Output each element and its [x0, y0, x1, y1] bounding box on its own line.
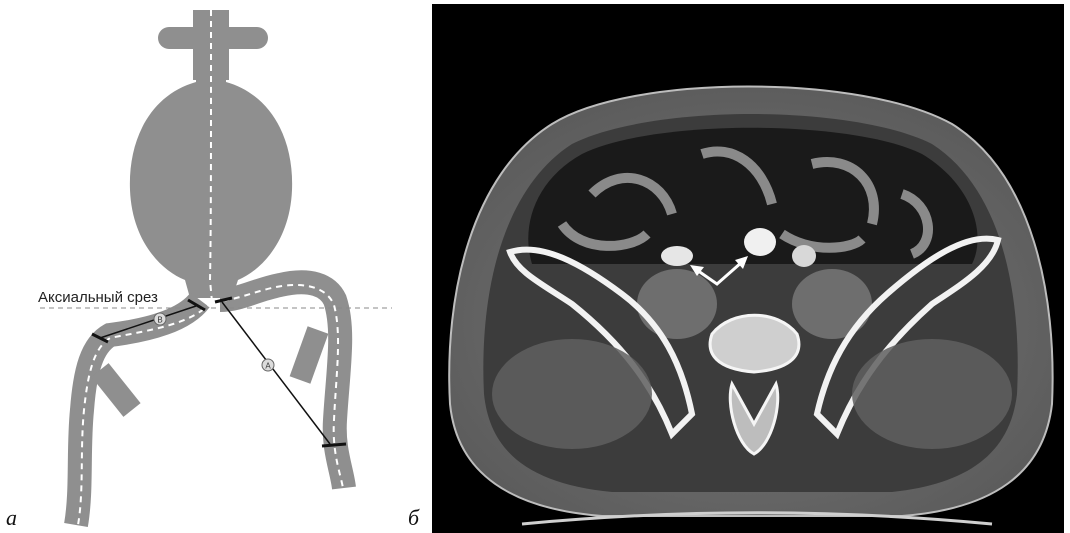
- right-psoas: [792, 269, 872, 339]
- measurement-a-tick-bottom: [322, 444, 346, 446]
- right-internal-iliac: [300, 330, 318, 380]
- sacrum: [710, 315, 799, 372]
- marker-b-label: B: [157, 316, 162, 325]
- aneurysm-schematic: B A: [0, 0, 420, 533]
- right-iliac-vein: [792, 245, 816, 267]
- aorta-bifurcation: [744, 228, 776, 256]
- marker-a-label: A: [265, 362, 271, 371]
- left-internal-iliac: [100, 370, 132, 410]
- right-gluteal: [852, 339, 1012, 449]
- left-psoas: [637, 269, 717, 339]
- right-iliac-vessel: [220, 282, 344, 488]
- left-iliac-artery: [661, 246, 693, 266]
- left-gluteal: [492, 339, 652, 449]
- axial-slice-label: Аксиальный срез: [38, 289, 158, 306]
- panel-letter-a: а: [6, 505, 17, 531]
- panel-letter-b: б: [408, 505, 419, 531]
- ct-axial-image: [432, 4, 1064, 533]
- centerline: [78, 10, 343, 525]
